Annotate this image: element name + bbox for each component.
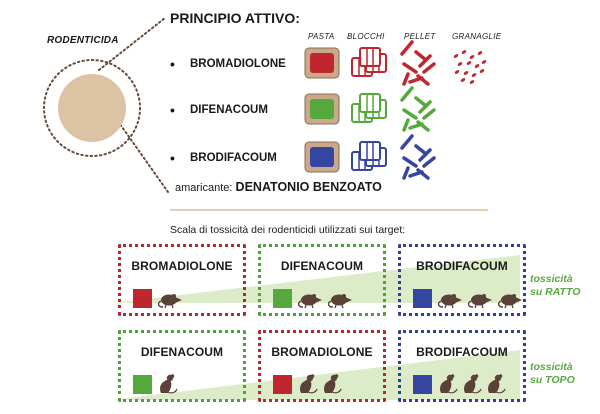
formulation-header-granaglie: GRANAGLIE [452, 32, 502, 41]
rodent-icons [297, 373, 343, 395]
mouse-icon [440, 374, 458, 394]
principio-attivo-title: PRINCIPIO ATTIVO: [170, 10, 300, 26]
target-label-ratto: tossicità su RATTO [530, 273, 580, 299]
color-swatch [273, 289, 292, 308]
bait-block-icon [351, 47, 387, 77]
ingredient-name: BROMADIOLONE [190, 58, 286, 70]
toxicity-box-name: DIFENACOUM [280, 259, 364, 273]
formulation-header-pellet: PELLET [404, 32, 436, 41]
bait-block-icon [351, 141, 387, 171]
rat-icon [467, 294, 492, 309]
toxicity-box-name: BROMADIOLONE [131, 259, 233, 273]
rat-icon [157, 294, 182, 309]
rodent-icons [297, 287, 355, 309]
formulation-header-pasta: PASTA [308, 32, 335, 41]
mouse-icon [160, 374, 178, 394]
target-line2: su TOPO [530, 374, 575, 386]
toxicity-box-name: BROMADIOLONE [271, 345, 373, 359]
toxicity-box: BRODIFACOUM [398, 330, 526, 402]
formulation-icon-grid [300, 40, 500, 190]
amaricante-value: DENATONIO BENZOATO [235, 180, 382, 194]
paste-sachet-icon [304, 47, 340, 79]
scale-title: Scala di tossicità dei rodenticidi utili… [170, 224, 406, 236]
pellet-icon [400, 40, 436, 86]
rat-icon [327, 294, 352, 309]
bullet-icon: • [170, 56, 175, 72]
mouse-icon [464, 374, 482, 394]
formulation-header-blocchi: BLOCCHI [347, 32, 385, 41]
mouse-icon [488, 374, 506, 394]
mouse-icon [300, 374, 318, 394]
ingredient-name: DIFENACOUM [190, 104, 268, 116]
color-swatch [133, 375, 152, 394]
color-swatch [133, 289, 152, 308]
color-swatch [413, 375, 432, 394]
pellet-icon [400, 134, 436, 180]
toxicity-scale-area: BROMADIOLONE DIFENACOUM BRODIFACOUM DIFENAC… [0, 240, 600, 414]
section-divider [170, 209, 488, 211]
target-line1: tossicità [530, 273, 573, 285]
rat-icon [497, 294, 522, 309]
rodent-icons [157, 373, 179, 395]
rat-icon [437, 294, 462, 309]
rodent-icons [157, 287, 185, 309]
mouse-icon [324, 374, 342, 394]
toxicity-box-name: BRODIFACOUM [416, 345, 508, 359]
ingredient-row: • DIFENACOUM [170, 90, 268, 130]
target-line1: tossicità [530, 361, 573, 373]
bait-circle [58, 74, 126, 142]
amaricante-label: amaricante: [175, 182, 233, 194]
target-label-topo: tossicità su TOPO [530, 361, 575, 387]
rat-icon [297, 294, 322, 309]
pellet-icon [400, 86, 436, 132]
color-swatch [273, 375, 292, 394]
color-swatch [413, 289, 432, 308]
toxicity-box: DIFENACOUM [118, 330, 246, 402]
toxicity-box-name: BRODIFACOUM [416, 259, 508, 273]
toxicity-box: BRODIFACOUM [398, 244, 526, 316]
amaricante-line: amaricante: DENATONIO BENZOATO [175, 180, 382, 194]
grain-icon [453, 50, 487, 84]
ingredient-name: BRODIFACOUM [190, 152, 277, 164]
toxicity-box: BROMADIOLONE [258, 330, 386, 402]
target-line2: su RATTO [530, 286, 581, 298]
rodenticida-label: RODENTICIDA [47, 35, 119, 46]
rodent-icons [437, 287, 525, 309]
toxicity-box: BROMADIOLONE [118, 244, 246, 316]
toxicity-box: DIFENACOUM [258, 244, 386, 316]
toxicity-box-name: DIFENACOUM [140, 345, 224, 359]
paste-sachet-icon [304, 93, 340, 125]
bait-block-icon [351, 93, 387, 123]
ingredient-row: • BRODIFACOUM [170, 138, 277, 178]
ingredient-row: • BROMADIOLONE [170, 44, 286, 84]
bullet-icon: • [170, 102, 175, 118]
paste-sachet-icon [304, 141, 340, 173]
bullet-icon: • [170, 150, 175, 166]
rodent-icons [437, 373, 507, 395]
